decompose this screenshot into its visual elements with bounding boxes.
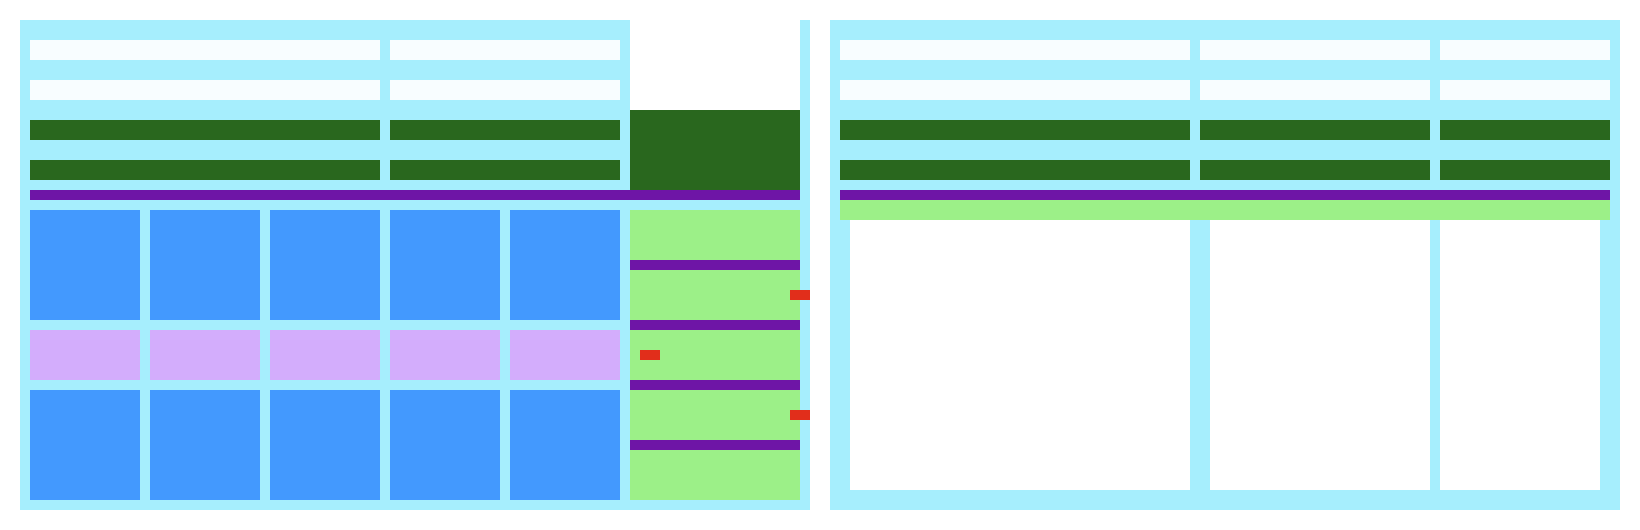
left-panel-corner-gap [630,20,800,110]
tile-r1-c1[interactable] [30,210,140,320]
side-list-separator-3 [630,380,800,390]
tile-alt-c5[interactable] [510,330,620,380]
tile-r3-c1[interactable] [30,390,140,500]
left-input-row-1-col-1[interactable] [30,40,380,60]
right-input-row-1-col-2[interactable] [1200,40,1430,60]
left-divider [30,190,800,200]
tile-r3-c5[interactable] [510,390,620,500]
left-side-header [630,110,800,190]
tile-r3-c3[interactable] [270,390,380,500]
left-input-row-1-col-2[interactable] [390,40,620,60]
right-dark-row-1-col-1[interactable] [840,120,1190,140]
right-content-col-3[interactable] [1440,220,1600,490]
left-panel-scroll-rail[interactable] [800,20,810,510]
side-list-separator-1 [630,260,800,270]
tile-r1-c3[interactable] [270,210,380,320]
left-dark-row-1-col-1[interactable] [30,120,380,140]
right-input-row-2-col-2[interactable] [1200,80,1430,100]
right-content-col-2[interactable] [1210,220,1430,490]
right-input-row-1-col-3[interactable] [1440,40,1610,60]
marker-2[interactable] [640,350,660,360]
tile-alt-c2[interactable] [150,330,260,380]
right-dark-row-1-col-2[interactable] [1200,120,1430,140]
tile-r1-c2[interactable] [150,210,260,320]
left-dark-row-2-col-1[interactable] [30,160,380,180]
right-input-row-2-col-3[interactable] [1440,80,1610,100]
tile-r1-c5[interactable] [510,210,620,320]
left-dark-row-2-col-2[interactable] [390,160,620,180]
tile-r1-c4[interactable] [390,210,500,320]
tile-alt-c1[interactable] [30,330,140,380]
marker-3[interactable] [790,410,810,420]
right-dark-row-1-col-3[interactable] [1440,120,1610,140]
tile-r3-c4[interactable] [390,390,500,500]
tile-r3-c2[interactable] [150,390,260,500]
right-dark-row-2-col-2[interactable] [1200,160,1430,180]
right-divider [840,190,1610,200]
marker-1[interactable] [790,290,810,300]
right-input-row-1-col-1[interactable] [840,40,1190,60]
left-input-row-2-col-1[interactable] [30,80,380,100]
right-input-row-2-col-1[interactable] [840,80,1190,100]
right-green-strip [840,200,1610,220]
left-dark-row-1-col-2[interactable] [390,120,620,140]
right-content-col-1[interactable] [850,220,1190,490]
right-dark-row-2-col-3[interactable] [1440,160,1610,180]
tile-alt-c4[interactable] [390,330,500,380]
left-input-row-2-col-2[interactable] [390,80,620,100]
side-list-separator-4 [630,440,800,450]
side-list-separator-2 [630,320,800,330]
right-dark-row-2-col-1[interactable] [840,160,1190,180]
tile-alt-c3[interactable] [270,330,380,380]
